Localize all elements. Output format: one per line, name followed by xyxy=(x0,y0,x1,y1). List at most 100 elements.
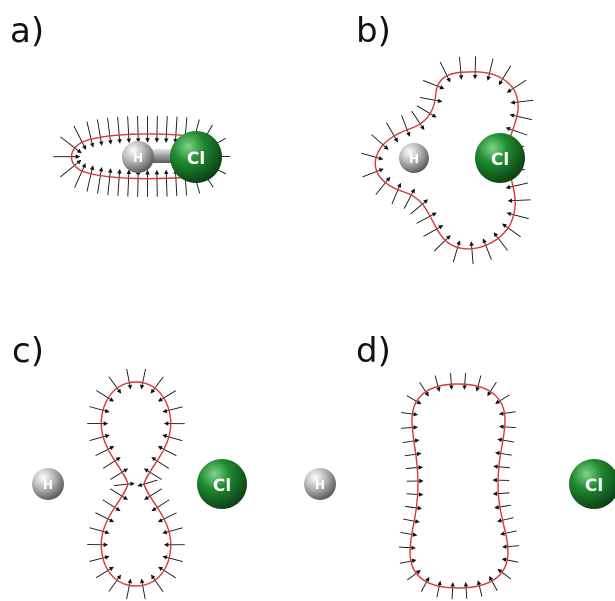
field-arrow xyxy=(137,479,158,488)
atom-label-h-d: H xyxy=(315,478,325,492)
field-arrow xyxy=(157,512,177,523)
hydrogen-atom-a xyxy=(122,141,154,173)
contour-b xyxy=(374,71,519,250)
field-arrow xyxy=(499,424,516,429)
field-arrow xyxy=(89,406,110,414)
field-arrow xyxy=(113,481,135,487)
field-arrow xyxy=(498,65,512,86)
field-arrow xyxy=(386,122,398,143)
field-arrow xyxy=(497,568,512,580)
field-arrow xyxy=(89,527,110,535)
field-arrow xyxy=(497,437,515,443)
field-arrow xyxy=(406,492,424,497)
field-arrow xyxy=(126,368,132,390)
contour-c xyxy=(100,381,172,587)
hydrogen-atom-c xyxy=(32,468,64,500)
field-arrow xyxy=(493,464,511,469)
field-arrow xyxy=(86,165,95,192)
field-arrow xyxy=(162,555,183,563)
panel-label-c: c) xyxy=(12,331,44,371)
field-arrow xyxy=(107,117,113,145)
field-arrow xyxy=(416,105,437,118)
field-arrow xyxy=(163,116,169,144)
field-arrow xyxy=(458,56,464,80)
field-arrow xyxy=(449,373,454,390)
atom-label-cl-c: Cl xyxy=(213,476,231,496)
field-arrow xyxy=(109,488,128,500)
chlorine-atom-c xyxy=(197,459,247,509)
field-arrow xyxy=(510,99,534,105)
field-arrow xyxy=(126,169,132,197)
field-arrow xyxy=(400,532,418,537)
field-arrow xyxy=(95,566,114,579)
field-arrow xyxy=(501,223,521,238)
chlorine-atom-d xyxy=(569,459,615,509)
field-arrow xyxy=(361,152,384,161)
field-arrow xyxy=(157,390,176,402)
field-arrow xyxy=(108,376,122,394)
field-arrow xyxy=(423,79,445,90)
vector-field-c xyxy=(87,368,185,600)
field-arrow xyxy=(74,163,86,188)
field-arrow xyxy=(150,376,164,394)
field-arrow xyxy=(362,168,384,178)
field-arrow xyxy=(494,504,512,510)
panel-c: H Cl xyxy=(32,368,247,600)
field-arrow xyxy=(505,182,529,190)
field-arrow xyxy=(95,446,115,457)
field-arrow xyxy=(110,468,129,480)
field-arrow xyxy=(407,569,421,581)
atom-label-h-c: H xyxy=(43,478,53,492)
field-arrow xyxy=(96,390,115,402)
field-arrow xyxy=(398,545,416,551)
field-arrow xyxy=(482,238,492,260)
field-arrow xyxy=(450,582,455,600)
field-arrow xyxy=(406,395,422,405)
field-arrow xyxy=(495,451,512,456)
field-arrow xyxy=(434,375,441,392)
field-arrow xyxy=(419,382,429,397)
panel-label-b: b) xyxy=(356,11,391,51)
field-arrow xyxy=(162,434,183,442)
field-arrow xyxy=(157,446,177,457)
field-arrow xyxy=(173,116,178,144)
field-arrow xyxy=(135,169,141,197)
atom-label-cl-a: Cl xyxy=(187,149,205,169)
field-arrow xyxy=(506,211,529,220)
field-arrow xyxy=(135,115,141,143)
field-arrow xyxy=(476,580,483,597)
field-arrow xyxy=(164,169,169,197)
field-arrow xyxy=(403,518,420,524)
field-arrow xyxy=(501,557,519,563)
field-arrow xyxy=(506,79,527,93)
field-arrow xyxy=(487,381,497,397)
field-arrow xyxy=(60,159,82,178)
atom-label-cl-d: Cl xyxy=(585,476,603,496)
field-arrow xyxy=(108,574,122,592)
field-arrow xyxy=(139,368,147,390)
field-arrow xyxy=(500,530,517,536)
field-arrow xyxy=(436,580,442,598)
field-arrow xyxy=(502,544,519,549)
field-arrow xyxy=(96,119,104,146)
panel-label-d: d) xyxy=(356,331,391,371)
field-arrow xyxy=(416,212,437,224)
field-arrow xyxy=(117,168,122,196)
field-arrow xyxy=(154,115,160,143)
field-arrow xyxy=(401,115,411,137)
field-arrow xyxy=(493,232,508,251)
field-arrow xyxy=(419,97,443,103)
field-arrow xyxy=(463,582,469,599)
field-arrow xyxy=(399,558,417,564)
field-arrow xyxy=(403,188,415,209)
field-arrow xyxy=(86,121,95,148)
field-arrow xyxy=(410,199,429,215)
field-arrow xyxy=(411,110,425,131)
hydrogen-atom-d xyxy=(304,468,336,500)
field-arrow xyxy=(420,576,430,592)
atom-label-h-b: H xyxy=(409,152,419,166)
panel-a: H Cl xyxy=(53,115,231,197)
panel-d: H Cl xyxy=(304,373,615,600)
field-arrow xyxy=(423,225,444,237)
